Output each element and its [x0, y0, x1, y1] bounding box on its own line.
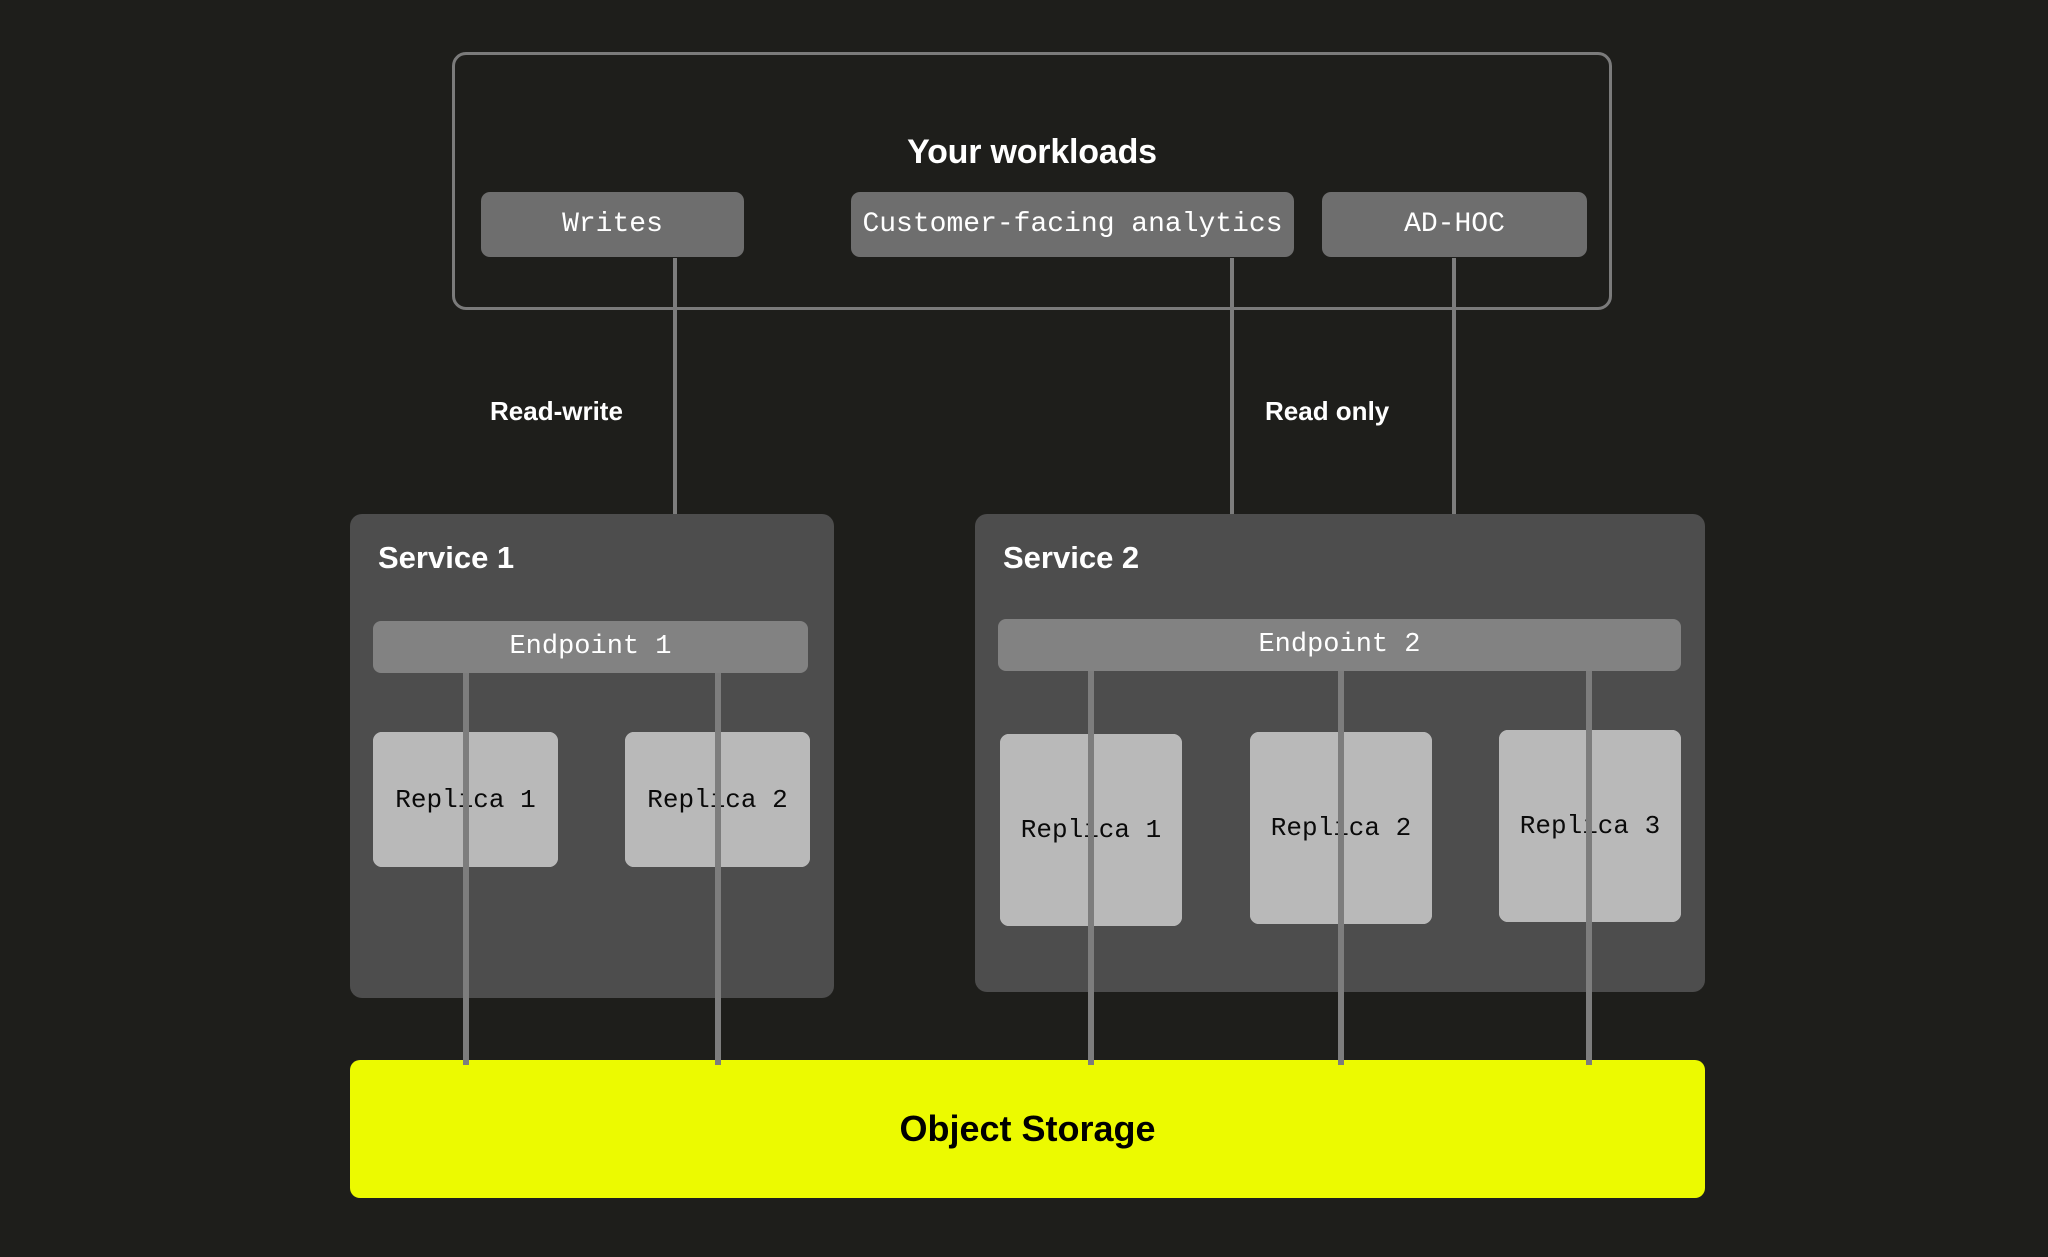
service-1-endpoint[interactable]: Endpoint 1 — [373, 621, 808, 673]
service-1-replica-2-face[interactable]: Replica 2 — [625, 732, 810, 867]
service-2-title: Service 2 — [1003, 540, 1140, 575]
service-2-endpoint[interactable]: Endpoint 2 — [998, 619, 1681, 671]
service-2-replica-1-face[interactable]: Replica 1 — [1000, 734, 1182, 926]
workload-chip-ad-hoc-label: AD-HOC — [1404, 209, 1505, 240]
service-2-replica-2-face-label: Replica 2 — [1270, 813, 1412, 843]
edge-label-read-only: Read only — [1265, 396, 1390, 426]
workload-chip-ad-hoc[interactable]: AD-HOC — [1322, 192, 1587, 257]
service-2-replica-3-face-label: Replica 3 — [1519, 811, 1661, 841]
object-storage-label: Object Storage — [899, 1108, 1156, 1149]
service-2-replica-3-face[interactable]: Replica 3 — [1499, 730, 1681, 922]
workloads-title: Your workloads — [907, 133, 1157, 171]
object-storage-bar[interactable]: Object Storage — [350, 1060, 1705, 1198]
workload-chip-writes[interactable]: Writes — [481, 192, 744, 257]
workload-chip-writes-label: Writes — [562, 209, 663, 240]
workload-chip-customer-facing-analytics[interactable]: Customer-facing analytics — [851, 192, 1294, 257]
service-1-replica-1-face-label: Replica 1 — [395, 784, 536, 815]
service-2-replica-1-face-label: Replica 1 — [1020, 815, 1162, 845]
service-2-replica-2-face[interactable]: Replica 2 — [1250, 732, 1432, 924]
service-1-endpoint-label: Endpoint 1 — [509, 632, 672, 662]
workload-chip-customer-facing-analytics-label: Customer-facing analytics — [862, 209, 1283, 240]
service-1-replica-1-face[interactable]: Replica 1 — [373, 732, 558, 867]
service-2-endpoint-label: Endpoint 2 — [1258, 630, 1421, 660]
service-1-title: Service 1 — [378, 540, 515, 575]
edge-label-read-write: Read-write — [490, 396, 623, 426]
workloads-group: Your workloads — [452, 52, 1612, 310]
service-1-replica-2-face-label: Replica 2 — [647, 784, 788, 815]
